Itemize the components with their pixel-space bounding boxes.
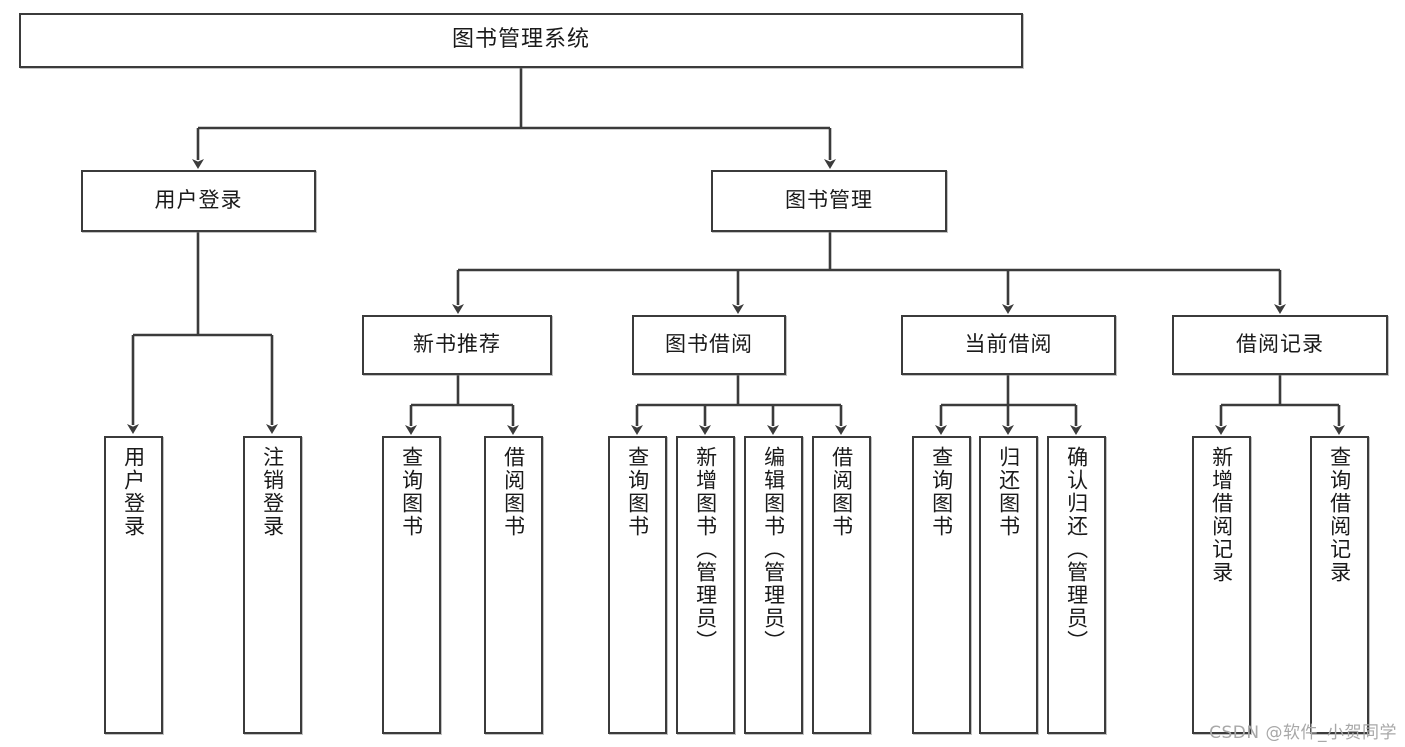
node-label: 图书管理 bbox=[785, 188, 873, 213]
node-label: 查询图书 bbox=[625, 446, 650, 538]
node-borrow-record[interactable]: 借阅记录 bbox=[1172, 315, 1388, 375]
node-label: 新书推荐 bbox=[413, 332, 501, 357]
node-label: 确认归还（管理员） bbox=[1064, 446, 1089, 653]
leaf-borrow-book-recommend[interactable]: 借阅图书 bbox=[484, 436, 543, 734]
node-user-login[interactable]: 用户登录 bbox=[81, 170, 316, 232]
node-label: 借阅记录 bbox=[1236, 332, 1324, 357]
node-root-system[interactable]: 图书管理系统 bbox=[19, 13, 1023, 68]
node-label: 用户登录 bbox=[121, 446, 146, 538]
node-label: 图书借阅 bbox=[665, 332, 753, 357]
leaf-user-login[interactable]: 用户登录 bbox=[104, 436, 163, 734]
leaf-logout[interactable]: 注销登录 bbox=[243, 436, 302, 734]
node-label: 编辑图书（管理员） bbox=[761, 446, 786, 653]
watermark-text: CSDN @软件_小贺同学 bbox=[1209, 723, 1397, 743]
node-label: 新增图书（管理员） bbox=[693, 446, 718, 653]
node-label: 查询图书 bbox=[399, 446, 424, 538]
node-label: 借阅图书 bbox=[829, 446, 854, 538]
node-current-borrow[interactable]: 当前借阅 bbox=[901, 315, 1116, 375]
node-new-book-recommend[interactable]: 新书推荐 bbox=[362, 315, 552, 375]
node-label: 归还图书 bbox=[996, 446, 1021, 538]
leaf-return-book[interactable]: 归还图书 bbox=[979, 436, 1038, 734]
leaf-query-book-recommend[interactable]: 查询图书 bbox=[382, 436, 441, 734]
leaf-query-borrow-record[interactable]: 查询借阅记录 bbox=[1310, 436, 1369, 734]
node-book-borrow[interactable]: 图书借阅 bbox=[632, 315, 786, 375]
leaf-edit-book-admin[interactable]: 编辑图书（管理员） bbox=[744, 436, 803, 734]
node-label: 用户登录 bbox=[154, 188, 243, 213]
leaf-borrow-book[interactable]: 借阅图书 bbox=[812, 436, 871, 734]
leaf-add-borrow-record[interactable]: 新增借阅记录 bbox=[1192, 436, 1251, 734]
node-label: 注销登录 bbox=[260, 446, 285, 538]
leaf-query-book-borrow[interactable]: 查询图书 bbox=[608, 436, 667, 734]
leaf-confirm-return-admin[interactable]: 确认归还（管理员） bbox=[1047, 436, 1106, 734]
node-label: 借阅图书 bbox=[501, 446, 526, 538]
node-label: 新增借阅记录 bbox=[1209, 446, 1234, 584]
node-book-management[interactable]: 图书管理 bbox=[711, 170, 947, 232]
leaf-query-book-current[interactable]: 查询图书 bbox=[912, 436, 971, 734]
node-label: 查询借阅记录 bbox=[1327, 446, 1352, 584]
node-label: 当前借阅 bbox=[964, 332, 1053, 357]
node-label: 查询图书 bbox=[929, 446, 954, 538]
node-label: 图书管理系统 bbox=[451, 27, 590, 53]
leaf-add-book-admin[interactable]: 新增图书（管理员） bbox=[676, 436, 735, 734]
